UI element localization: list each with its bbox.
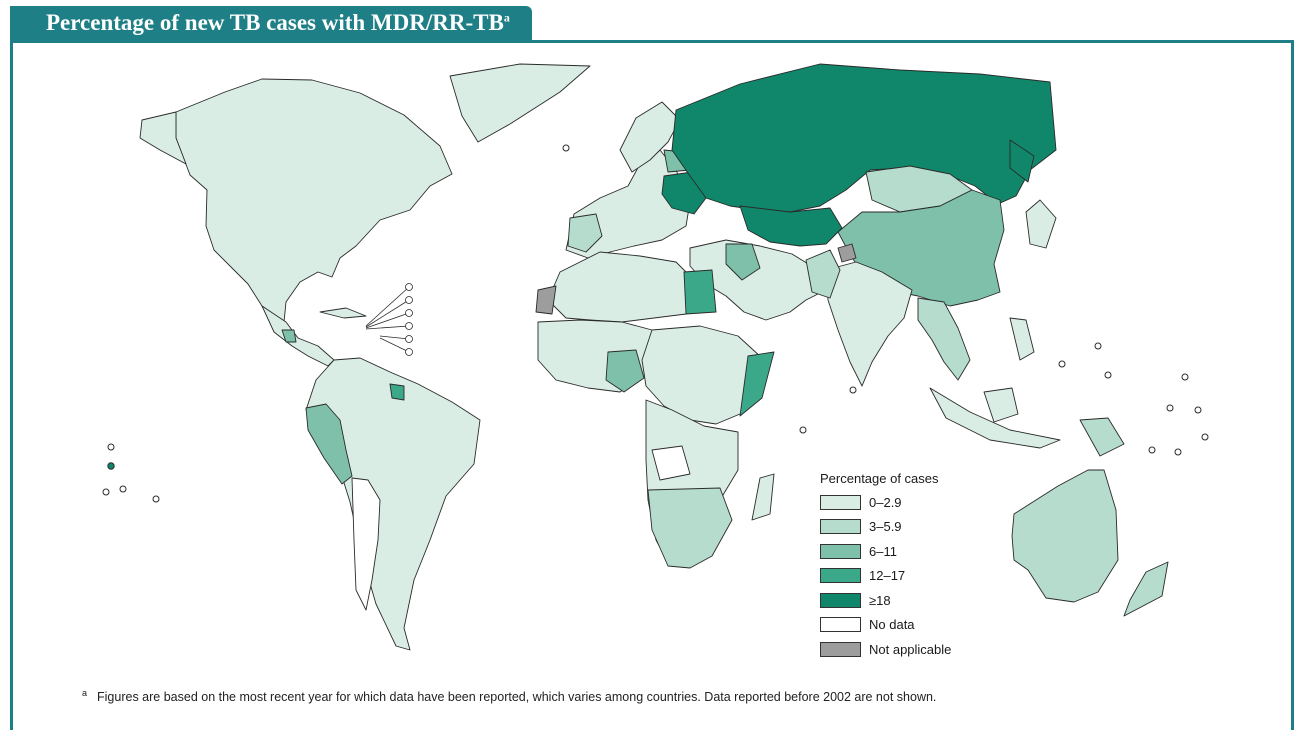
legend-swatch — [820, 641, 861, 657]
region-japan — [1025, 199, 1057, 249]
region-nigeria — [605, 349, 645, 393]
region-greenland — [449, 63, 591, 143]
legend-item: 0–2.9 — [820, 490, 951, 515]
region-pakistan — [805, 249, 841, 299]
legend-label: ≥18 — [869, 592, 891, 608]
map-frame — [10, 40, 1294, 730]
region-russia — [671, 63, 1057, 213]
region-guatemala — [281, 329, 297, 343]
legend-label: 3–5.9 — [869, 519, 902, 535]
legend-item: Not applicable — [820, 637, 951, 662]
legend-item: ≥18 — [820, 588, 951, 613]
region-india — [825, 261, 913, 387]
island-marker-teal — [107, 462, 115, 470]
region-kashmir — [837, 243, 857, 263]
legend-swatch — [820, 592, 861, 608]
region-peru — [305, 403, 353, 485]
legend-label: No data — [869, 617, 915, 633]
footnote-text: Figures are based on the most recent yea… — [97, 690, 937, 705]
legend-item: 3–5.9 — [820, 515, 951, 540]
region-south-america — [305, 357, 481, 651]
island-markers — [102, 144, 1209, 503]
region-north-america — [175, 78, 453, 323]
legend-label: 6–11 — [869, 543, 897, 559]
footnote: a Figures are based on the most recent ye… — [82, 688, 936, 704]
region-no-data-chile — [351, 477, 381, 611]
region-indonesia — [929, 387, 1061, 449]
legend-item: No data — [820, 613, 951, 638]
region-north-africa — [547, 251, 691, 323]
legend-label: 12–17 — [869, 568, 906, 584]
region-southeast-asia — [917, 297, 971, 381]
region-philippines — [1009, 317, 1035, 361]
map-title-text: Percentage of new TB cases with MDR/RR-T… — [46, 10, 504, 35]
region-alaska — [139, 111, 187, 165]
legend-label: 0–2.9 — [869, 494, 902, 510]
region-iran-area — [725, 243, 761, 281]
legend-swatch — [820, 494, 861, 510]
legend-swatch — [820, 617, 861, 633]
legend-swatch — [820, 568, 861, 584]
region-egypt — [683, 269, 717, 315]
region-madagascar — [751, 473, 775, 521]
region-somalia — [739, 351, 775, 417]
region-western-sahara — [535, 285, 557, 315]
region-no-data-africa — [651, 445, 691, 481]
caribbean-callouts — [365, 283, 413, 356]
map-title-footnote-marker: a — [503, 10, 510, 25]
legend-title: Percentage of cases — [820, 471, 939, 486]
map-title: Percentage of new TB cases with MDR/RR-T… — [10, 6, 532, 40]
legend-item: 6–11 — [820, 539, 951, 564]
region-new-zealand — [1123, 561, 1169, 617]
legend-swatch — [820, 543, 861, 559]
region-borneo — [983, 387, 1019, 423]
region-papua-new-guinea — [1079, 417, 1125, 457]
footnote-marker: a — [82, 688, 88, 698]
region-central-america — [261, 305, 335, 367]
region-australia — [1011, 469, 1119, 603]
region-kamchatka — [1009, 139, 1035, 183]
region-cuba — [319, 307, 367, 319]
legend-swatch — [820, 519, 861, 535]
region-south-africa — [647, 487, 733, 569]
region-iberia — [567, 213, 603, 253]
region-central-asia — [739, 205, 843, 247]
map-legend: Percentage of cases 0–2.9 3–5.9 6–11 12–… — [820, 471, 951, 662]
legend-label: Not applicable — [869, 641, 952, 657]
region-guyana — [389, 383, 405, 401]
region-central-africa — [641, 325, 765, 425]
legend-item: 12–17 — [820, 564, 951, 589]
